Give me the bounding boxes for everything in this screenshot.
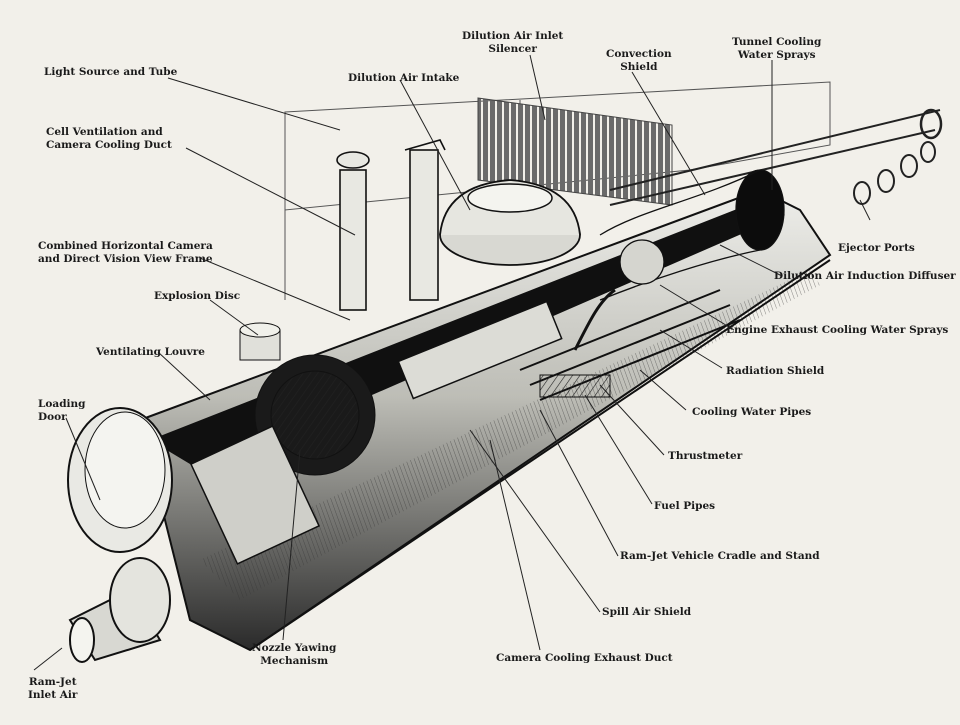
dilution-air-intake-dome	[439, 179, 581, 266]
label-light-source-and-tube: Light Source and Tube	[44, 66, 178, 78]
label-convection-shield: Convection Shield	[606, 48, 672, 74]
label-fuel-pipes: Fuel Pipes	[654, 500, 716, 512]
label-text: Convection Shield	[606, 48, 672, 73]
label-dilution-air-induction-diffuser: Dilution Air Induction Diffuser	[774, 270, 956, 282]
label-ram-jet-inlet-air: Ram-Jet Inlet Air	[28, 676, 77, 702]
label-dilution-air-inlet-silencer: Dilution Air Inlet Silencer	[462, 30, 563, 56]
label-text: Dilution Air Inlet Silencer	[462, 30, 564, 55]
label-explosion-disc: Explosion Disc	[154, 290, 241, 302]
vertical-ducts	[336, 139, 446, 311]
label-ejector-ports: Ejector Ports	[838, 242, 915, 254]
label-engine-exhaust-cooling-water-sprays: Engine Exhaust Cooling Water Sprays	[726, 324, 949, 336]
label-text: Tunnel Cooling Water Sprays	[732, 36, 822, 61]
label-cooling-water-pipes: Cooling Water Pipes	[692, 406, 812, 418]
label-text: Ram-Jet Inlet Air	[28, 676, 78, 701]
explosion-disc	[239, 322, 281, 361]
label-text: Nozzle Yawing Mechanism	[252, 642, 337, 667]
label-radiation-shield: Radiation Shield	[726, 365, 825, 377]
label-combined-view-frame: Combined Horizontal Camera and Direct Vi…	[38, 240, 213, 266]
label-camera-cooling-exhaust-duct: Camera Cooling Exhaust Duct	[496, 652, 673, 664]
label-cell-ventilation: Cell Ventilation and Camera Cooling Duct	[46, 126, 172, 152]
label-spill-air-shield: Spill Air Shield	[602, 606, 692, 618]
loading-door	[67, 407, 173, 553]
label-ventilating-louvre: Ventilating Louvre	[96, 346, 205, 358]
label-text: Combined Horizontal Camera and Direct Vi…	[38, 240, 213, 265]
label-text: Loading Door	[38, 398, 86, 423]
label-thrustmeter: Thrustmeter	[668, 450, 743, 462]
engine-and-pipes	[397, 288, 741, 401]
label-loading-door: Loading Door	[38, 398, 86, 424]
label-ram-jet-vehicle-cradle-and-stand: Ram-Jet Vehicle Cradle and Stand	[620, 550, 820, 562]
label-nozzle-yawing-mechanism: Nozzle Yawing Mechanism	[252, 642, 336, 668]
label-tunnel-cooling-water-sprays: Tunnel Cooling Water Sprays	[732, 36, 821, 62]
label-dilution-air-intake: Dilution Air Intake	[348, 72, 460, 84]
inlet-ring	[189, 354, 376, 565]
leader-lines	[33, 54, 871, 671]
inlet-pipe	[68, 557, 171, 663]
label-text: Cell Ventilation and Camera Cooling Duct	[46, 126, 172, 151]
